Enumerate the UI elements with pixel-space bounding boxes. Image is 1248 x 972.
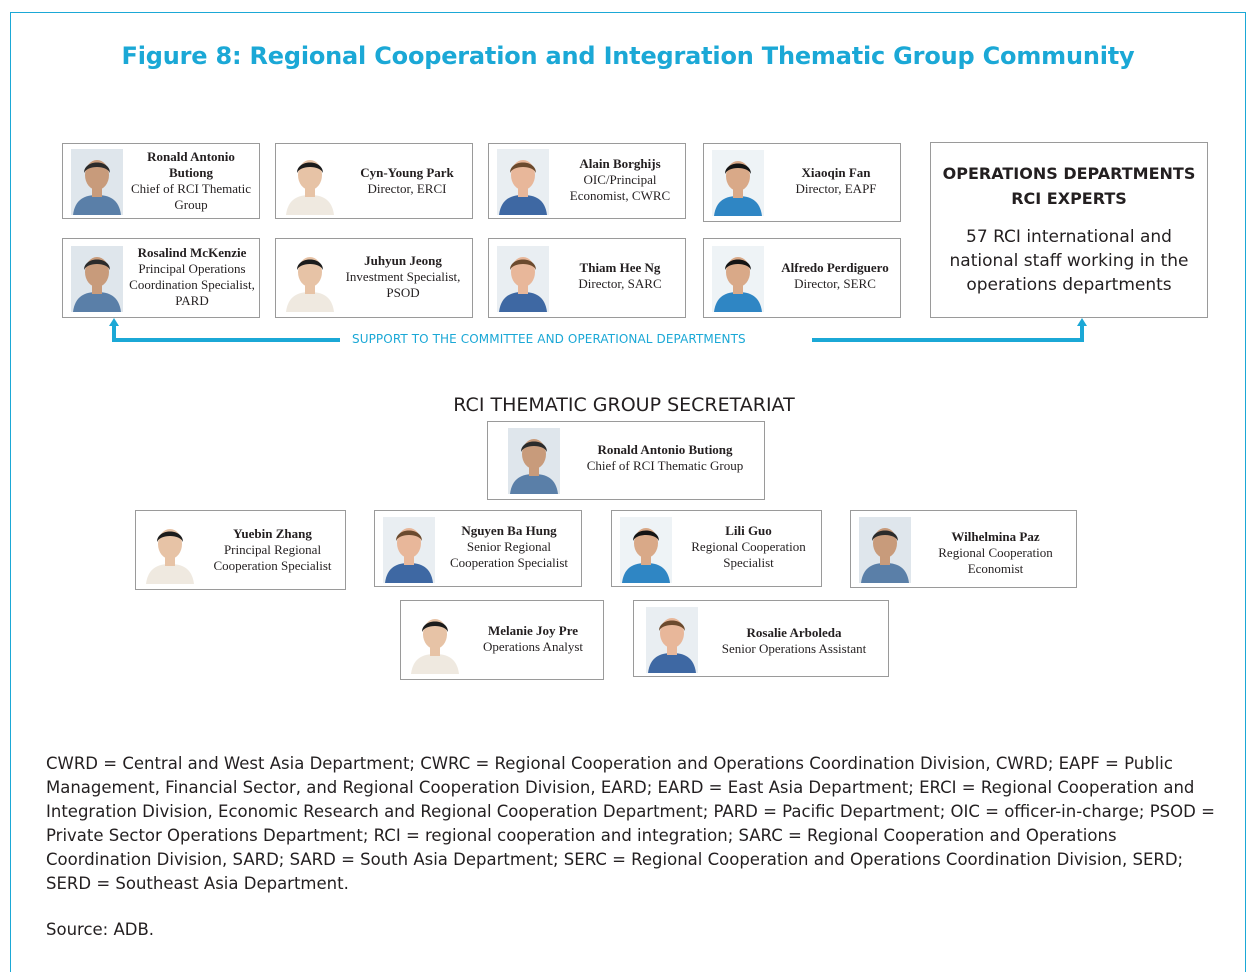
- ops-heading-line1: OPERATIONS DEPARTMENTS: [942, 164, 1196, 183]
- member-role: Senior Operations Assistant: [721, 641, 867, 656]
- operations-experts-box: OPERATIONS DEPARTMENTS RCI EXPERTS 57 RC…: [930, 142, 1208, 318]
- member-name: Alain Borghijs: [579, 156, 661, 171]
- member-name: Thiam Hee Ng: [579, 260, 661, 275]
- member-name: Rosalie Arboleda: [746, 625, 842, 640]
- abbreviations-footnote: CWRD = Central and West Asia Department;…: [46, 754, 1215, 893]
- committee-card: Juhyun Jeong Investment Specialist, PSOD: [275, 238, 473, 318]
- secretariat-card: Lili Guo Regional Cooperation Specialist: [611, 510, 822, 587]
- member-name: Xiaoqin Fan: [801, 165, 871, 180]
- portrait-photo: [712, 150, 764, 216]
- member-role: Operations Analyst: [482, 639, 583, 654]
- member-role: Senior Regional Cooperation Specialist: [449, 539, 569, 570]
- secretariat-card: Rosalie Arboleda Senior Operations Assis…: [633, 600, 889, 677]
- portrait-photo: [497, 246, 549, 312]
- secretariat-title: RCI THEMATIC GROUP SECRETARIAT: [453, 394, 795, 416]
- portrait-photo: [284, 149, 336, 215]
- figure-title: Figure 8: Regional Cooperation and Integ…: [121, 42, 1135, 70]
- support-label: SUPPORT TO THE COMMITTEE AND OPERATIONAL…: [352, 332, 746, 346]
- portrait-photo: [859, 517, 911, 583]
- committee-card: Xiaoqin Fan Director, EAPF: [703, 143, 901, 222]
- member-name: Juhyun Jeong: [364, 253, 442, 268]
- committee-card: Alain Borghijs OIC/Principal Economist, …: [488, 143, 686, 219]
- secretariat-head-card: Ronald Antonio Butiong Chief of RCI Them…: [487, 421, 765, 500]
- member-role: Investment Specialist, PSOD: [345, 269, 461, 300]
- member-role: Regional Cooperation Specialist: [691, 539, 806, 570]
- member-role: Director, EAPF: [795, 181, 877, 196]
- portrait-photo: [383, 517, 435, 583]
- committee-card: Rosalind McKenzie Principal Operations C…: [62, 238, 260, 318]
- secretariat-card: Yuebin Zhang Principal Regional Cooperat…: [135, 510, 346, 590]
- member-name: Melanie Joy Pre: [487, 623, 578, 638]
- member-role: Director, SERC: [794, 276, 876, 291]
- member-role: Director, ERCI: [367, 181, 447, 196]
- committee-card: Alfredo Perdiguero Director, SERC: [703, 238, 901, 318]
- source-note: Source: ADB.: [46, 920, 155, 939]
- member-name: Lili Guo: [725, 523, 772, 538]
- portrait-photo: [409, 608, 461, 674]
- figure-frame: [10, 12, 1246, 972]
- member-role: Chief of RCI Thematic Group: [131, 181, 251, 212]
- member-name: Cyn-Young Park: [360, 165, 454, 180]
- committee-card: Ronald Antonio Butiong Chief of RCI Them…: [62, 143, 260, 219]
- secretariat-card: Nguyen Ba Hung Senior Regional Cooperati…: [374, 510, 582, 587]
- portrait-photo: [284, 246, 336, 312]
- portrait-photo: [71, 246, 123, 312]
- secretariat-card: Melanie Joy Pre Operations Analyst: [400, 600, 604, 680]
- member-name: Yuebin Zhang: [233, 526, 312, 541]
- member-role: OIC/Principal Economist, CWRC: [569, 172, 671, 203]
- member-name: Alfredo Perdiguero: [781, 260, 889, 275]
- member-name: Nguyen Ba Hung: [461, 523, 557, 538]
- portrait-photo: [646, 607, 698, 673]
- portrait-photo: [497, 149, 549, 215]
- portrait-photo: [71, 149, 123, 215]
- member-role: Regional Cooperation Economist: [938, 545, 1053, 576]
- member-role: Principal Regional Cooperation Specialis…: [213, 542, 332, 573]
- portrait-photo: [144, 518, 196, 584]
- ops-heading-line2: RCI EXPERTS: [1011, 189, 1127, 208]
- member-name: Ronald Antonio Butiong: [597, 442, 733, 457]
- portrait-photo: [508, 428, 560, 494]
- committee-card: Cyn-Young Park Director, ERCI: [275, 143, 473, 219]
- member-name: Wilhelmina Paz: [951, 529, 1040, 544]
- member-role: Director, SARC: [578, 276, 662, 291]
- portrait-photo: [620, 517, 672, 583]
- committee-card: Thiam Hee Ng Director, SARC: [488, 238, 686, 318]
- member-role: Chief of RCI Thematic Group: [586, 458, 744, 473]
- secretariat-card: Wilhelmina Paz Regional Cooperation Econ…: [850, 510, 1077, 588]
- member-name: Ronald Antonio Butiong: [147, 149, 235, 180]
- portrait-photo: [712, 246, 764, 312]
- member-name: Rosalind McKenzie: [137, 245, 247, 260]
- member-role: Principal Operations Coordination Specia…: [129, 261, 255, 308]
- ops-body: 57 RCI international and national staff …: [949, 227, 1189, 295]
